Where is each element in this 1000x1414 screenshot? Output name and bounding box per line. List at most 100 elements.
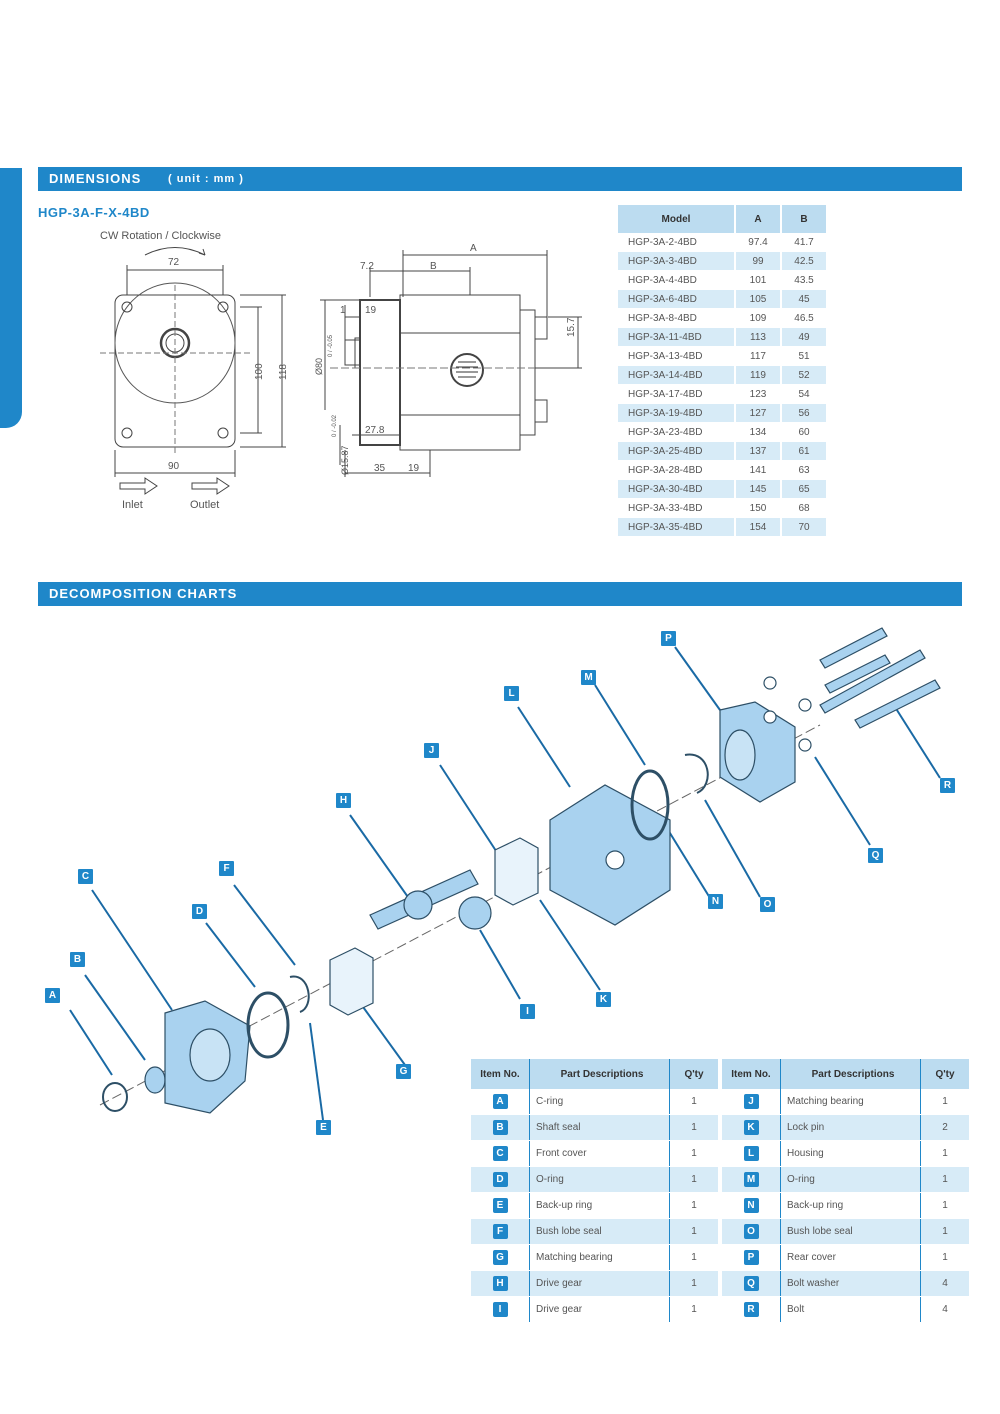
b-cell: 63 bbox=[781, 460, 828, 480]
dim-35: 35 bbox=[374, 463, 386, 474]
part-description: O-ring bbox=[529, 1166, 670, 1193]
model-cell: HGP-3A-8-4BD bbox=[618, 308, 736, 328]
part-description: Back-up ring bbox=[780, 1192, 921, 1219]
part-description: Bush lobe seal bbox=[780, 1218, 921, 1245]
b-cell: 68 bbox=[781, 498, 828, 518]
dim-19-bottom: 19 bbox=[408, 463, 420, 474]
part-qty: 1 bbox=[669, 1218, 718, 1245]
exploded-view-diagram bbox=[69, 627, 941, 1121]
part-qty: 1 bbox=[669, 1114, 718, 1141]
item-letter-badge: H bbox=[492, 1276, 508, 1291]
part-description: Matching bearing bbox=[529, 1244, 670, 1271]
part-qty: 1 bbox=[669, 1192, 718, 1219]
header-b: B bbox=[781, 205, 828, 233]
callout-label-i: I bbox=[520, 1004, 535, 1019]
b-cell: 43.5 bbox=[781, 270, 828, 290]
dim-15-7: 15.7 bbox=[566, 317, 577, 337]
model-cell: HGP-3A-3-4BD bbox=[618, 251, 736, 271]
a-cell: 109 bbox=[735, 308, 782, 328]
b-cell: 60 bbox=[781, 422, 828, 442]
part-description: Rear cover bbox=[780, 1244, 921, 1271]
callout-label-j: J bbox=[424, 743, 439, 758]
item-letter-badge: N bbox=[743, 1198, 759, 1213]
callout-label-q: Q bbox=[868, 848, 883, 863]
item-letter-badge: C bbox=[492, 1146, 508, 1161]
a-cell: 101 bbox=[735, 270, 782, 290]
a-cell: 117 bbox=[735, 346, 782, 366]
dim-d15-87: Ø15.87 bbox=[340, 445, 350, 475]
model-cell: HGP-3A-19-4BD bbox=[618, 403, 736, 423]
b-cell: 56 bbox=[781, 403, 828, 423]
dimensions-title: DIMENSIONS bbox=[49, 171, 142, 186]
b-cell: 52 bbox=[781, 365, 828, 385]
a-cell: 119 bbox=[735, 365, 782, 385]
model-name: HGP-3A-F-X-4BD bbox=[38, 205, 150, 220]
dim-a: A bbox=[470, 243, 477, 254]
a-cell: 99 bbox=[735, 251, 782, 271]
b-cell: 51 bbox=[781, 346, 828, 366]
callout-label-b: B bbox=[70, 952, 85, 967]
item-letter-badge: O bbox=[743, 1224, 759, 1239]
callout-label-e: E bbox=[316, 1120, 331, 1135]
callout-label-f: F bbox=[219, 861, 234, 876]
a-cell: 113 bbox=[735, 327, 782, 347]
model-cell: HGP-3A-33-4BD bbox=[618, 498, 736, 518]
part-qty: 1 bbox=[669, 1089, 718, 1115]
part-description: Bolt washer bbox=[780, 1270, 921, 1297]
model-cell: HGP-3A-30-4BD bbox=[618, 479, 736, 499]
item-letter-badge: L bbox=[743, 1146, 759, 1161]
dim-27-8: 27.8 bbox=[365, 425, 385, 436]
model-cell: HGP-3A-11-4BD bbox=[618, 327, 736, 347]
dimensions-unit: ( unit : mm ) bbox=[168, 173, 244, 185]
b-cell: 54 bbox=[781, 384, 828, 404]
a-cell: 137 bbox=[735, 441, 782, 461]
part-qty: 1 bbox=[669, 1166, 718, 1193]
model-cell: HGP-3A-4-4BD bbox=[618, 270, 736, 290]
item-letter-badge: G bbox=[492, 1250, 508, 1265]
dim-d15-87-tol: 0 / -0.02 bbox=[332, 414, 338, 437]
b-cell: 70 bbox=[781, 517, 828, 537]
callout-label-d: D bbox=[192, 904, 207, 919]
decomposition-title: DECOMPOSITION CHARTS bbox=[49, 586, 238, 601]
header-qty: Q'ty bbox=[669, 1059, 718, 1089]
header-part-descriptions: Part Descriptions bbox=[780, 1059, 921, 1089]
item-letter-badge: I bbox=[492, 1302, 508, 1317]
part-qty: 1 bbox=[669, 1244, 718, 1271]
callout-label-m: M bbox=[581, 670, 596, 685]
item-letter-badge: B bbox=[492, 1120, 508, 1135]
dim-front-width-top: 72 bbox=[168, 257, 180, 268]
dim-d80-tol: 0 / -0.05 bbox=[328, 334, 334, 357]
header-item-no: Item No. bbox=[722, 1059, 781, 1089]
part-description: Bush lobe seal bbox=[529, 1218, 670, 1245]
dim-front-height-outer: 118 bbox=[278, 364, 289, 380]
model-cell: HGP-3A-13-4BD bbox=[618, 346, 736, 366]
callout-label-a: A bbox=[45, 988, 60, 1003]
item-letter-badge: M bbox=[743, 1172, 759, 1187]
part-qty: 2 bbox=[920, 1114, 969, 1141]
header-model: Model bbox=[618, 205, 736, 233]
dim-b: B bbox=[430, 261, 437, 272]
